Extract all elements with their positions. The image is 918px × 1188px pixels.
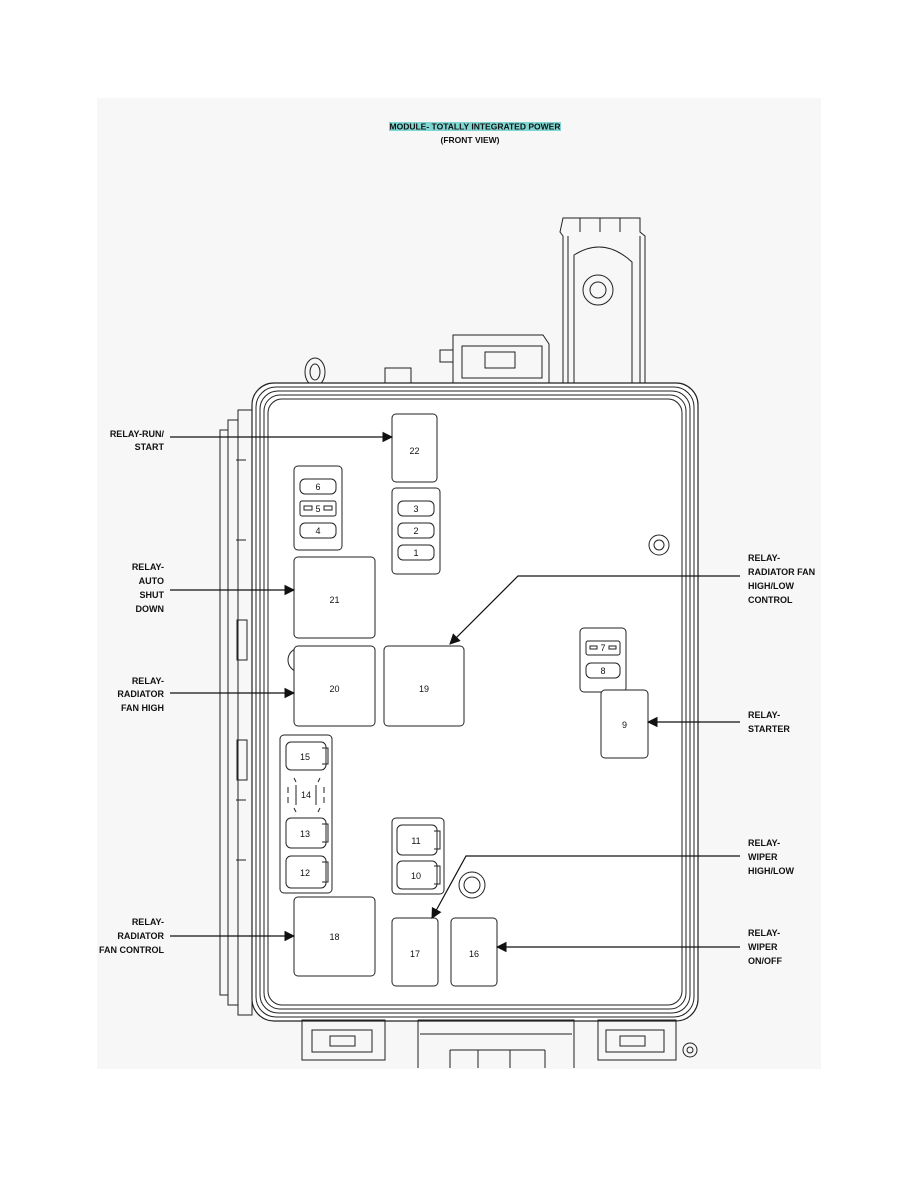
relay-17: 17 [391,917,439,987]
bottom-connectors [301,1019,698,1068]
top-connector [439,334,550,385]
relay-19: 19 [383,645,465,727]
left-rail [219,409,253,1016]
callout-label-line: CONTROL [748,595,793,605]
relay-9: 9 [600,689,649,759]
callout-auto-shutdown: RELAY- AUTO SHUT DOWN [132,562,296,614]
relay-19-number: 19 [419,684,429,694]
callout-label-line: RELAY- [748,838,780,848]
relay-22-number: 22 [409,446,419,456]
callout-label-line: RELAY- [132,917,164,927]
callout-label-line: WIPER [748,942,778,952]
relay-17-number: 17 [410,949,420,959]
fuse-block-1-3: 3 2 1 [391,487,441,575]
fuse-3-number: 3 [413,504,418,514]
callout-label-line: RELAY- [748,553,780,563]
callout-label-line: AUTO [139,576,164,586]
fuse-6-number: 6 [315,482,320,492]
callout-label-line: SHUT [140,590,165,600]
relay-9-number: 9 [622,720,627,730]
fuse-8-number: 8 [600,666,605,676]
relay-20-number: 20 [329,684,339,694]
callout-label-line: START [135,442,165,452]
relay-20: 20 [293,645,376,727]
relay-18: 18 [293,896,376,977]
relay-16: 16 [450,917,498,987]
fuse-10-number: 10 [411,871,421,881]
callout-radiator-fan-control: RELAY- RADIATOR FAN CONTROL [99,917,296,955]
top-tabs [304,357,412,387]
fuse-15-number: 15 [300,752,310,762]
fuse-block-12-15: 15 14 13 12 [279,734,333,894]
diagram-title: MODULE- TOTALLY INTEGRATED POWER [390,122,561,132]
fuse-4-number: 4 [315,526,320,536]
module-housing [251,382,699,1022]
relay-21: 21 [293,556,376,639]
callout-label-line: RADIATOR FAN [748,567,815,577]
callout-label-line: RADIATOR [117,931,164,941]
callout-wiper-highlow: RELAY- WIPER HIGH/LOW [431,838,794,919]
relay-18-number: 18 [329,932,339,942]
relay-21-number: 21 [329,595,339,605]
callout-label-line: WIPER [748,852,778,862]
fuse-12-number: 12 [300,868,310,878]
callout-radiator-fan-high: RELAY- RADIATOR FAN HIGH [117,676,296,713]
fuse-7-number: 7 [600,643,605,653]
callout-label-line: DOWN [136,604,165,614]
fuse-2-number: 2 [413,526,418,536]
fuse-block-4-6: 6 5 4 [293,465,343,551]
callout-label-line: RELAY- [748,928,780,938]
stud-block [559,217,646,411]
fuse-1-number: 1 [413,548,418,558]
callout-label-line: RELAY- [132,562,164,572]
callout-label-line: STARTER [748,724,790,734]
callout-label-line: ON/OFF [748,956,782,966]
fuse-5-number: 5 [315,504,320,514]
title-highlight [389,122,561,131]
fuse-block-10-11: 11 10 [391,817,445,895]
fuse-11-number: 11 [411,836,420,846]
callout-run-start: RELAY-RUN/ START [110,429,394,452]
callout-starter: RELAY- STARTER [646,710,790,734]
callout-label-line: RELAY-RUN/ [110,429,165,439]
callout-label-line: RELAY- [748,710,780,720]
relay-16-number: 16 [469,949,479,959]
relay-22: 22 [391,413,438,483]
callout-label-line: RELAY- [132,676,164,686]
diagram-subtitle: (FRONT VIEW) [440,135,499,145]
callout-label-line: HIGH/LOW [748,581,794,591]
callout-label-line: HIGH/LOW [748,866,794,876]
fuse-14-number: 14 [301,790,311,800]
fuse-block-7-8: 7 8 [579,627,627,693]
callout-label-line: FAN HIGH [121,703,164,713]
fuse-13-number: 13 [300,829,310,839]
callout-label-line: RADIATOR [117,689,164,699]
callout-radiator-fan-highlow: RELAY- RADIATOR FAN HIGH/LOW CONTROL [449,553,815,645]
callout-label-line: FAN CONTROL [99,945,164,955]
callout-wiper-onoff: RELAY- WIPER ON/OFF [495,928,782,966]
